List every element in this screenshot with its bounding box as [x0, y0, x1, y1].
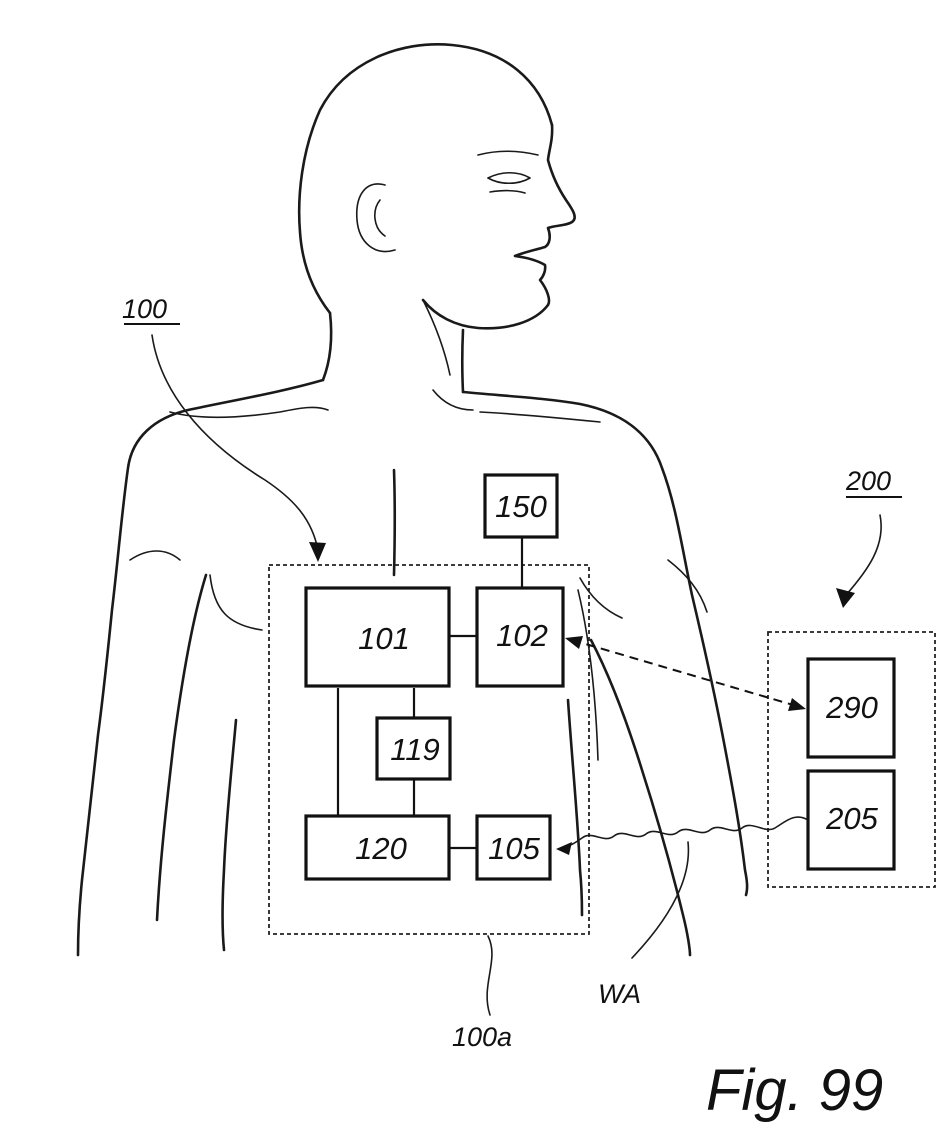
box-205: 205: [808, 771, 894, 869]
box-150: 150: [485, 475, 557, 537]
arrowhead-at-102: [565, 636, 583, 649]
box-205-label: 205: [825, 801, 878, 836]
arrowhead-at-105: [556, 842, 572, 855]
box-290-label: 290: [825, 690, 878, 725]
ref-100a: 100a: [452, 936, 512, 1052]
box-119: 119: [377, 718, 450, 779]
box-150-label: 150: [495, 489, 547, 524]
connectors: [338, 536, 522, 848]
box-120: 120: [306, 816, 449, 879]
box-105-label: 105: [488, 831, 540, 866]
arrowhead-at-290: [788, 698, 806, 711]
ref-100: 100: [122, 294, 326, 562]
box-290: 290: [808, 659, 894, 757]
box-101: 101: [306, 588, 449, 686]
ref-100a-label: 100a: [452, 1022, 512, 1052]
ref-200-label: 200: [845, 466, 891, 496]
box-101-label: 101: [358, 621, 410, 656]
wireless-link-205-105: [562, 817, 808, 848]
figure-caption: Fig. 99: [706, 1058, 883, 1123]
box-102-label: 102: [496, 618, 548, 653]
box-119-label: 119: [390, 732, 439, 767]
ref-200: 200: [836, 466, 902, 608]
ref-100-label: 100: [122, 294, 167, 324]
ref-wa-label: WA: [598, 979, 641, 1009]
ref-wa: WA: [598, 842, 688, 1009]
box-120-label: 120: [355, 831, 407, 866]
box-105: 105: [477, 816, 550, 879]
box-102: 102: [477, 588, 563, 686]
